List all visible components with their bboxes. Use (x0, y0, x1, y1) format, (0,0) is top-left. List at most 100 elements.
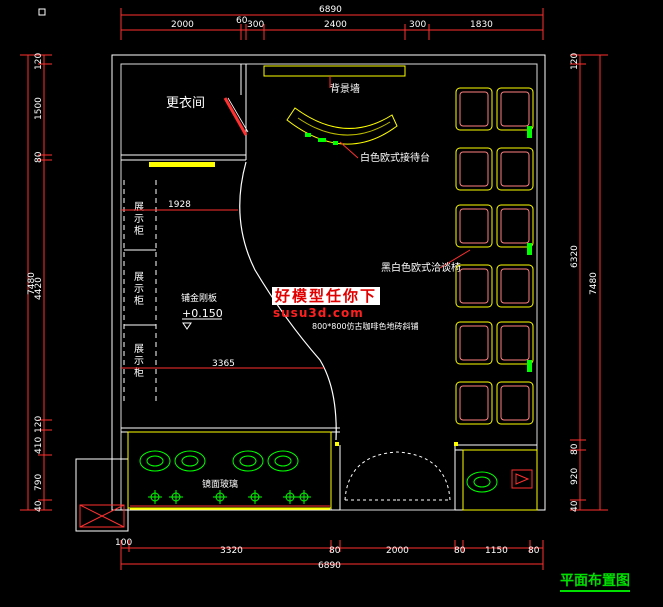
reception-desk (286, 107, 398, 145)
side-table (527, 126, 532, 138)
window-frame (127, 431, 332, 509)
dim-top-seg: 300 (247, 20, 264, 30)
mannequin (232, 450, 264, 472)
armchair (455, 204, 493, 248)
cabinet-char: 展 (134, 271, 144, 283)
dim-bottom-total: 6890 (318, 561, 341, 571)
dim-left-total: 7480 (27, 272, 37, 295)
entrance-doors (344, 451, 451, 501)
display-cabinet-dashes (123, 180, 157, 405)
dim-top-seg: 2400 (324, 20, 347, 30)
dim-bottom-seg: 80 (528, 546, 540, 556)
walls (111, 54, 546, 511)
spotlight (213, 490, 227, 504)
dim-right-seg: 120 (570, 53, 580, 70)
display-cabinet-3: 展 示 柜 (134, 343, 144, 379)
label-background-wall: 背景墙 (330, 82, 360, 95)
bottom-dimension-lines (120, 540, 544, 570)
cabinet-char: 柜 (134, 224, 144, 237)
watermark-name: 好模型任你下 (272, 287, 381, 305)
dim-top-seg: 300 (409, 20, 426, 30)
cabinet-dividers (124, 249, 156, 326)
spotlight (248, 490, 262, 504)
dim-right-total: 7480 (589, 272, 599, 295)
display-cabinet-1: 展 示 柜 (134, 201, 144, 237)
mannequin (174, 450, 206, 472)
label-dressing-room: 更衣间 (166, 95, 205, 111)
dim-left-seg: 40 (34, 500, 44, 512)
spotlight (148, 490, 162, 504)
label-floor-board: 铺金刚板 (181, 292, 217, 304)
mannequin (139, 450, 171, 472)
label-mirror-glass: 镜面玻璃 (202, 478, 238, 490)
bottom-left-box (75, 458, 129, 532)
dim-top-seg: 2000 (171, 20, 194, 30)
display-cabinet-2: 展 示 柜 (134, 271, 144, 307)
shelf-top (149, 162, 215, 167)
watermark-url: susu3d.com (273, 306, 364, 320)
left-dimension-lines (20, 54, 52, 511)
cabinet-char: 示 (134, 214, 144, 225)
armchair (496, 204, 534, 248)
dim-left-seg: 4420 (34, 277, 44, 300)
sofa-group (455, 87, 534, 425)
dim-bottom-seg: 80 (329, 546, 341, 556)
dim-left-seg: 80 (34, 151, 44, 163)
dim-left-seg: 790 (34, 474, 44, 491)
armchair (496, 147, 534, 191)
armchair (496, 381, 534, 425)
corner-marker (38, 8, 46, 16)
small-room-mannequin (466, 471, 498, 493)
cabinet-char: 柜 (134, 294, 144, 307)
armchair (496, 87, 534, 131)
dim-top-seg: 1830 (470, 20, 493, 30)
armchair (455, 321, 493, 365)
mannequin (267, 450, 299, 472)
dim-left-seg: 120 (34, 416, 44, 433)
top-dimension-lines (120, 8, 544, 40)
drawing-title: 平面布置图 (560, 572, 630, 592)
armchair (496, 264, 534, 308)
dressing-room-door-edge (227, 97, 249, 133)
dim-left-seg: 1500 (34, 97, 44, 120)
small-room-basin (511, 469, 533, 489)
dim-right-seg: 6320 (570, 245, 580, 268)
spotlight (169, 490, 183, 504)
armchair (455, 87, 493, 131)
dim-right-seg: 40 (570, 500, 580, 512)
dim-left-seg: 410 (34, 437, 44, 454)
armchair (455, 147, 493, 191)
dim-bottom-seg: 80 (454, 546, 466, 556)
spotlight (283, 490, 297, 504)
dim-top-seg: 60 (236, 16, 248, 26)
dim-inner-3365: 3365 (212, 359, 235, 369)
background-wall (263, 65, 406, 77)
dim-right-seg: 920 (570, 468, 580, 485)
reception-desk-leader (339, 141, 359, 159)
floor-level-marker (182, 322, 192, 330)
cabinet-char: 柜 (134, 366, 144, 379)
dim-inner-1928: 1928 (168, 200, 191, 210)
window-lights (148, 490, 311, 504)
sofa-leader (439, 249, 471, 269)
door-posts (335, 442, 458, 446)
armchair (455, 264, 493, 308)
cabinet-char: 展 (134, 343, 144, 355)
dim-bottom-seg: 100 (115, 538, 132, 548)
side-table (527, 243, 532, 255)
reception-desk-items (305, 133, 338, 145)
label-reception-desk: 白色欧式接待台 (360, 151, 430, 164)
side-table (527, 360, 532, 372)
dim-bottom-seg: 1150 (485, 546, 508, 556)
dim-right-seg: 80 (570, 443, 580, 455)
spotlight (297, 490, 311, 504)
dressing-room-door (223, 97, 248, 136)
right-dimension-lines (570, 54, 608, 511)
dim-bottom-seg: 2000 (386, 546, 409, 556)
armchair (496, 321, 534, 365)
dim-left-seg: 120 (34, 53, 44, 70)
dim-bottom-seg: 3320 (220, 546, 243, 556)
cabinet-char: 展 (134, 201, 144, 213)
label-floor-tile: 800*800仿古咖啡色地砖斜铺 (312, 321, 419, 331)
